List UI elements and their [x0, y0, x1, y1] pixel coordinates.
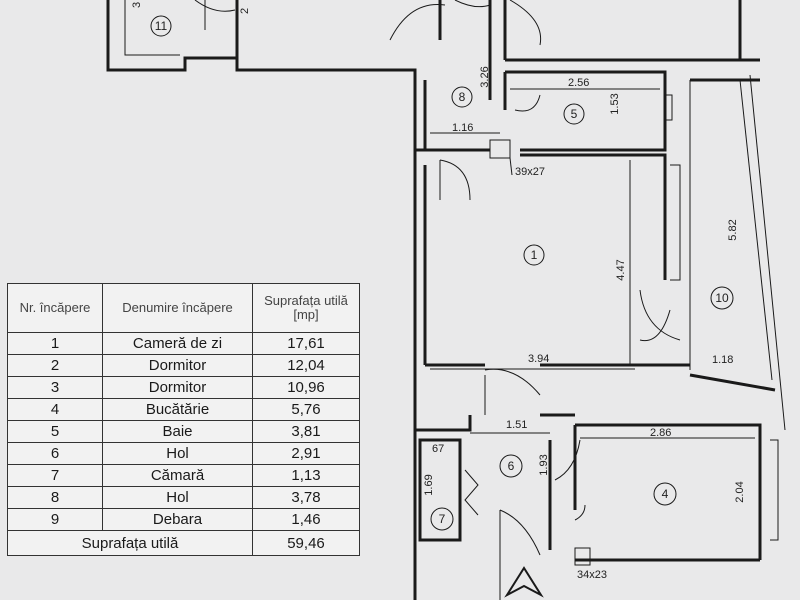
cell-area: 12,04 [252, 354, 360, 377]
cell-name: Bucătărie [102, 398, 253, 421]
total-value: 59,46 [252, 530, 360, 556]
dim-1-93: 1.93 [538, 454, 550, 475]
cell-nr: 5 [7, 420, 103, 443]
lower-rooms-walls [415, 368, 779, 600]
room-7-label: 7 [439, 512, 446, 526]
cell-name: Baie [102, 420, 253, 443]
cell-name: Debara [102, 508, 253, 531]
dim-1-51: 1.51 [506, 419, 527, 431]
dim-5-82: 5.82 [727, 219, 739, 240]
cell-area: 1,13 [252, 464, 360, 487]
cell-nr: 9 [7, 508, 103, 531]
room-6-marker [499, 454, 523, 478]
cell-nr: 3 [7, 376, 103, 399]
dim-2-86: 2.86 [650, 427, 671, 439]
cell-name: Hol [102, 486, 253, 509]
col-header-area: Suprafața utilă [mp] [252, 283, 360, 333]
room-7-marker [430, 507, 454, 531]
room-5-label: 5 [571, 107, 578, 121]
cell-area: 17,61 [252, 332, 360, 355]
room-4-label: 4 [662, 487, 669, 501]
cell-name: Dormitor [102, 376, 253, 399]
hall-8-walls [389, 0, 760, 600]
room-area-table: Nr. încăpere Denumire încăpere Suprafața… [7, 283, 360, 556]
north-arrow-icon [504, 566, 544, 598]
room-8-label: 8 [459, 90, 466, 104]
cell-area: 2,91 [252, 442, 360, 465]
col-header-name: Denumire încăpere [102, 283, 253, 333]
cell-area: 10,96 [252, 376, 360, 399]
chimney-34x23 [574, 547, 591, 566]
cell-nr: 2 [7, 354, 103, 377]
cell-area: 5,76 [252, 398, 360, 421]
dim-2-56: 2.56 [568, 77, 589, 89]
dim-2-04: 2.04 [734, 481, 746, 502]
bath-5-walls [503, 70, 673, 152]
door-swing-hall [439, 159, 471, 201]
cell-nr: 8 [7, 486, 103, 509]
cell-nr: 1 [7, 332, 103, 355]
cell-nr: 7 [7, 464, 103, 487]
dim-top-3: 3 [131, 2, 143, 8]
cell-area: 3,78 [252, 486, 360, 509]
cell-nr: 4 [7, 398, 103, 421]
cell-area: 3,81 [252, 420, 360, 443]
living-room-1-walls [423, 153, 690, 367]
room-5-marker [563, 103, 585, 125]
table-total-row: Suprafața utilă 59,46 [7, 530, 360, 556]
dim-3-94: 3.94 [528, 353, 549, 365]
total-label: Suprafața utilă [7, 530, 253, 556]
cell-name: Cămară [102, 464, 253, 487]
cell-name: Hol [102, 442, 253, 465]
room-1-marker [523, 244, 545, 266]
room-6-label: 6 [508, 459, 515, 473]
cell-name: Cameră de zi [102, 332, 253, 355]
balcony-10-walls [689, 0, 786, 431]
room-10-label: 10 [715, 291, 729, 305]
dim-1-69: 1.69 [423, 474, 435, 495]
dim-67: 67 [432, 443, 444, 455]
dim-34x23: 34x23 [577, 569, 607, 581]
table-header-row: Nr. încăpere Denumire încăpere Suprafața… [7, 283, 360, 333]
room-11-marker [150, 15, 172, 37]
room-10-marker [710, 286, 734, 310]
cell-nr: 6 [7, 442, 103, 465]
dim-1-16: 1.16 [452, 122, 473, 134]
dim-1-18: 1.18 [712, 354, 733, 366]
room-4-marker [653, 482, 677, 506]
dim-top-2: 2 [239, 8, 251, 14]
col-header-nr: Nr. încăpere [7, 283, 103, 333]
room-11-walls [106, 0, 400, 72]
room-8-marker [451, 86, 473, 108]
room-11-label: 11 [155, 19, 168, 33]
room-1-label: 1 [531, 248, 538, 262]
dim-1-53: 1.53 [609, 93, 621, 114]
cell-name: Dormitor [102, 354, 253, 377]
chimney-39x27 [489, 139, 513, 176]
dim-3-26: 3.26 [479, 66, 491, 87]
dim-4-47: 4.47 [615, 259, 627, 280]
dim-39x27: 39x27 [515, 166, 545, 178]
cell-area: 1,46 [252, 508, 360, 531]
